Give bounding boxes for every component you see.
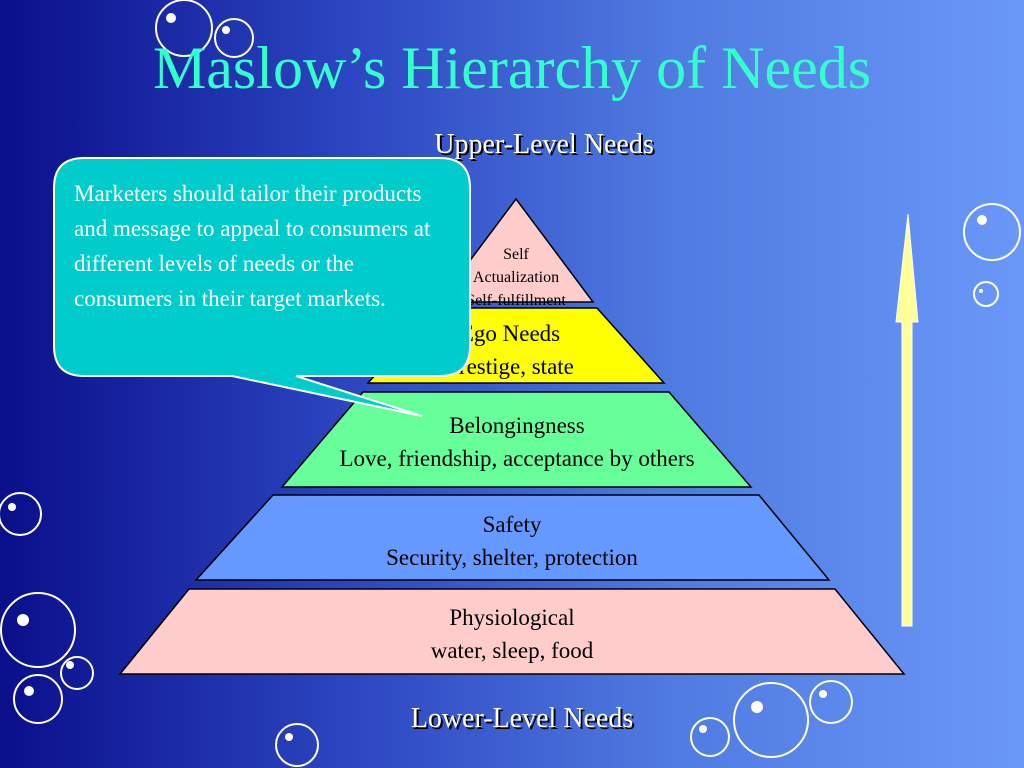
tier-physiological	[118, 588, 906, 675]
bubble	[13, 674, 63, 724]
tier-physiological-line-2: water, sleep, food	[430, 638, 594, 664]
tier-self-text: Self Actualization Self-fulfillment	[436, 243, 596, 313]
tier-self-line-3: Self-fulfillment	[466, 292, 566, 310]
bubble	[963, 203, 1021, 261]
tier-ego-text: Ego Needs Prestige, state	[340, 317, 680, 384]
bubble	[809, 680, 853, 724]
slide-title: Maslow’s Hierarchy of Needs	[152, 35, 872, 101]
tier-safety-line-1: Safety	[482, 512, 542, 537]
tier-physiological-text: Physiological water, sleep, food	[120, 601, 904, 668]
tier-physiological-line-1: Physiological	[449, 605, 575, 630]
bubble	[690, 717, 730, 757]
tier-belongingness-text: Belongingness Love, friendship, acceptan…	[282, 409, 752, 476]
callout-shape	[53, 157, 471, 417]
tier-belongingness	[280, 391, 753, 488]
bubble	[60, 656, 94, 690]
bubble	[155, 0, 213, 57]
lower-level-label: Lower-Level Needs	[410, 703, 634, 734]
bubble	[275, 723, 319, 767]
tier-self-line-1: Self	[503, 246, 529, 263]
bubble	[0, 492, 42, 536]
tier-ego-line-1: Ego Needs	[459, 321, 561, 346]
bubble	[0, 592, 76, 668]
tier-belongingness-line-2: Love, friendship, acceptance by others	[339, 446, 695, 472]
tier-self-line-2: Actualization	[472, 269, 560, 287]
callout-text: Marketers should tailor their products a…	[74, 181, 431, 311]
tier-self-actualization	[437, 197, 595, 303]
bubble	[733, 682, 809, 758]
upper-level-label: Upper-Level Needs	[434, 129, 654, 160]
tier-belongingness-line-1: Belongingness	[449, 413, 585, 438]
arrow-shape	[895, 213, 919, 627]
tier-safety-text: Safety Security, shelter, protection	[196, 508, 828, 575]
bubble	[973, 281, 999, 307]
tier-safety-line-2: Security, shelter, protection	[386, 545, 638, 571]
tier-safety	[194, 494, 831, 581]
bubble	[214, 18, 254, 58]
